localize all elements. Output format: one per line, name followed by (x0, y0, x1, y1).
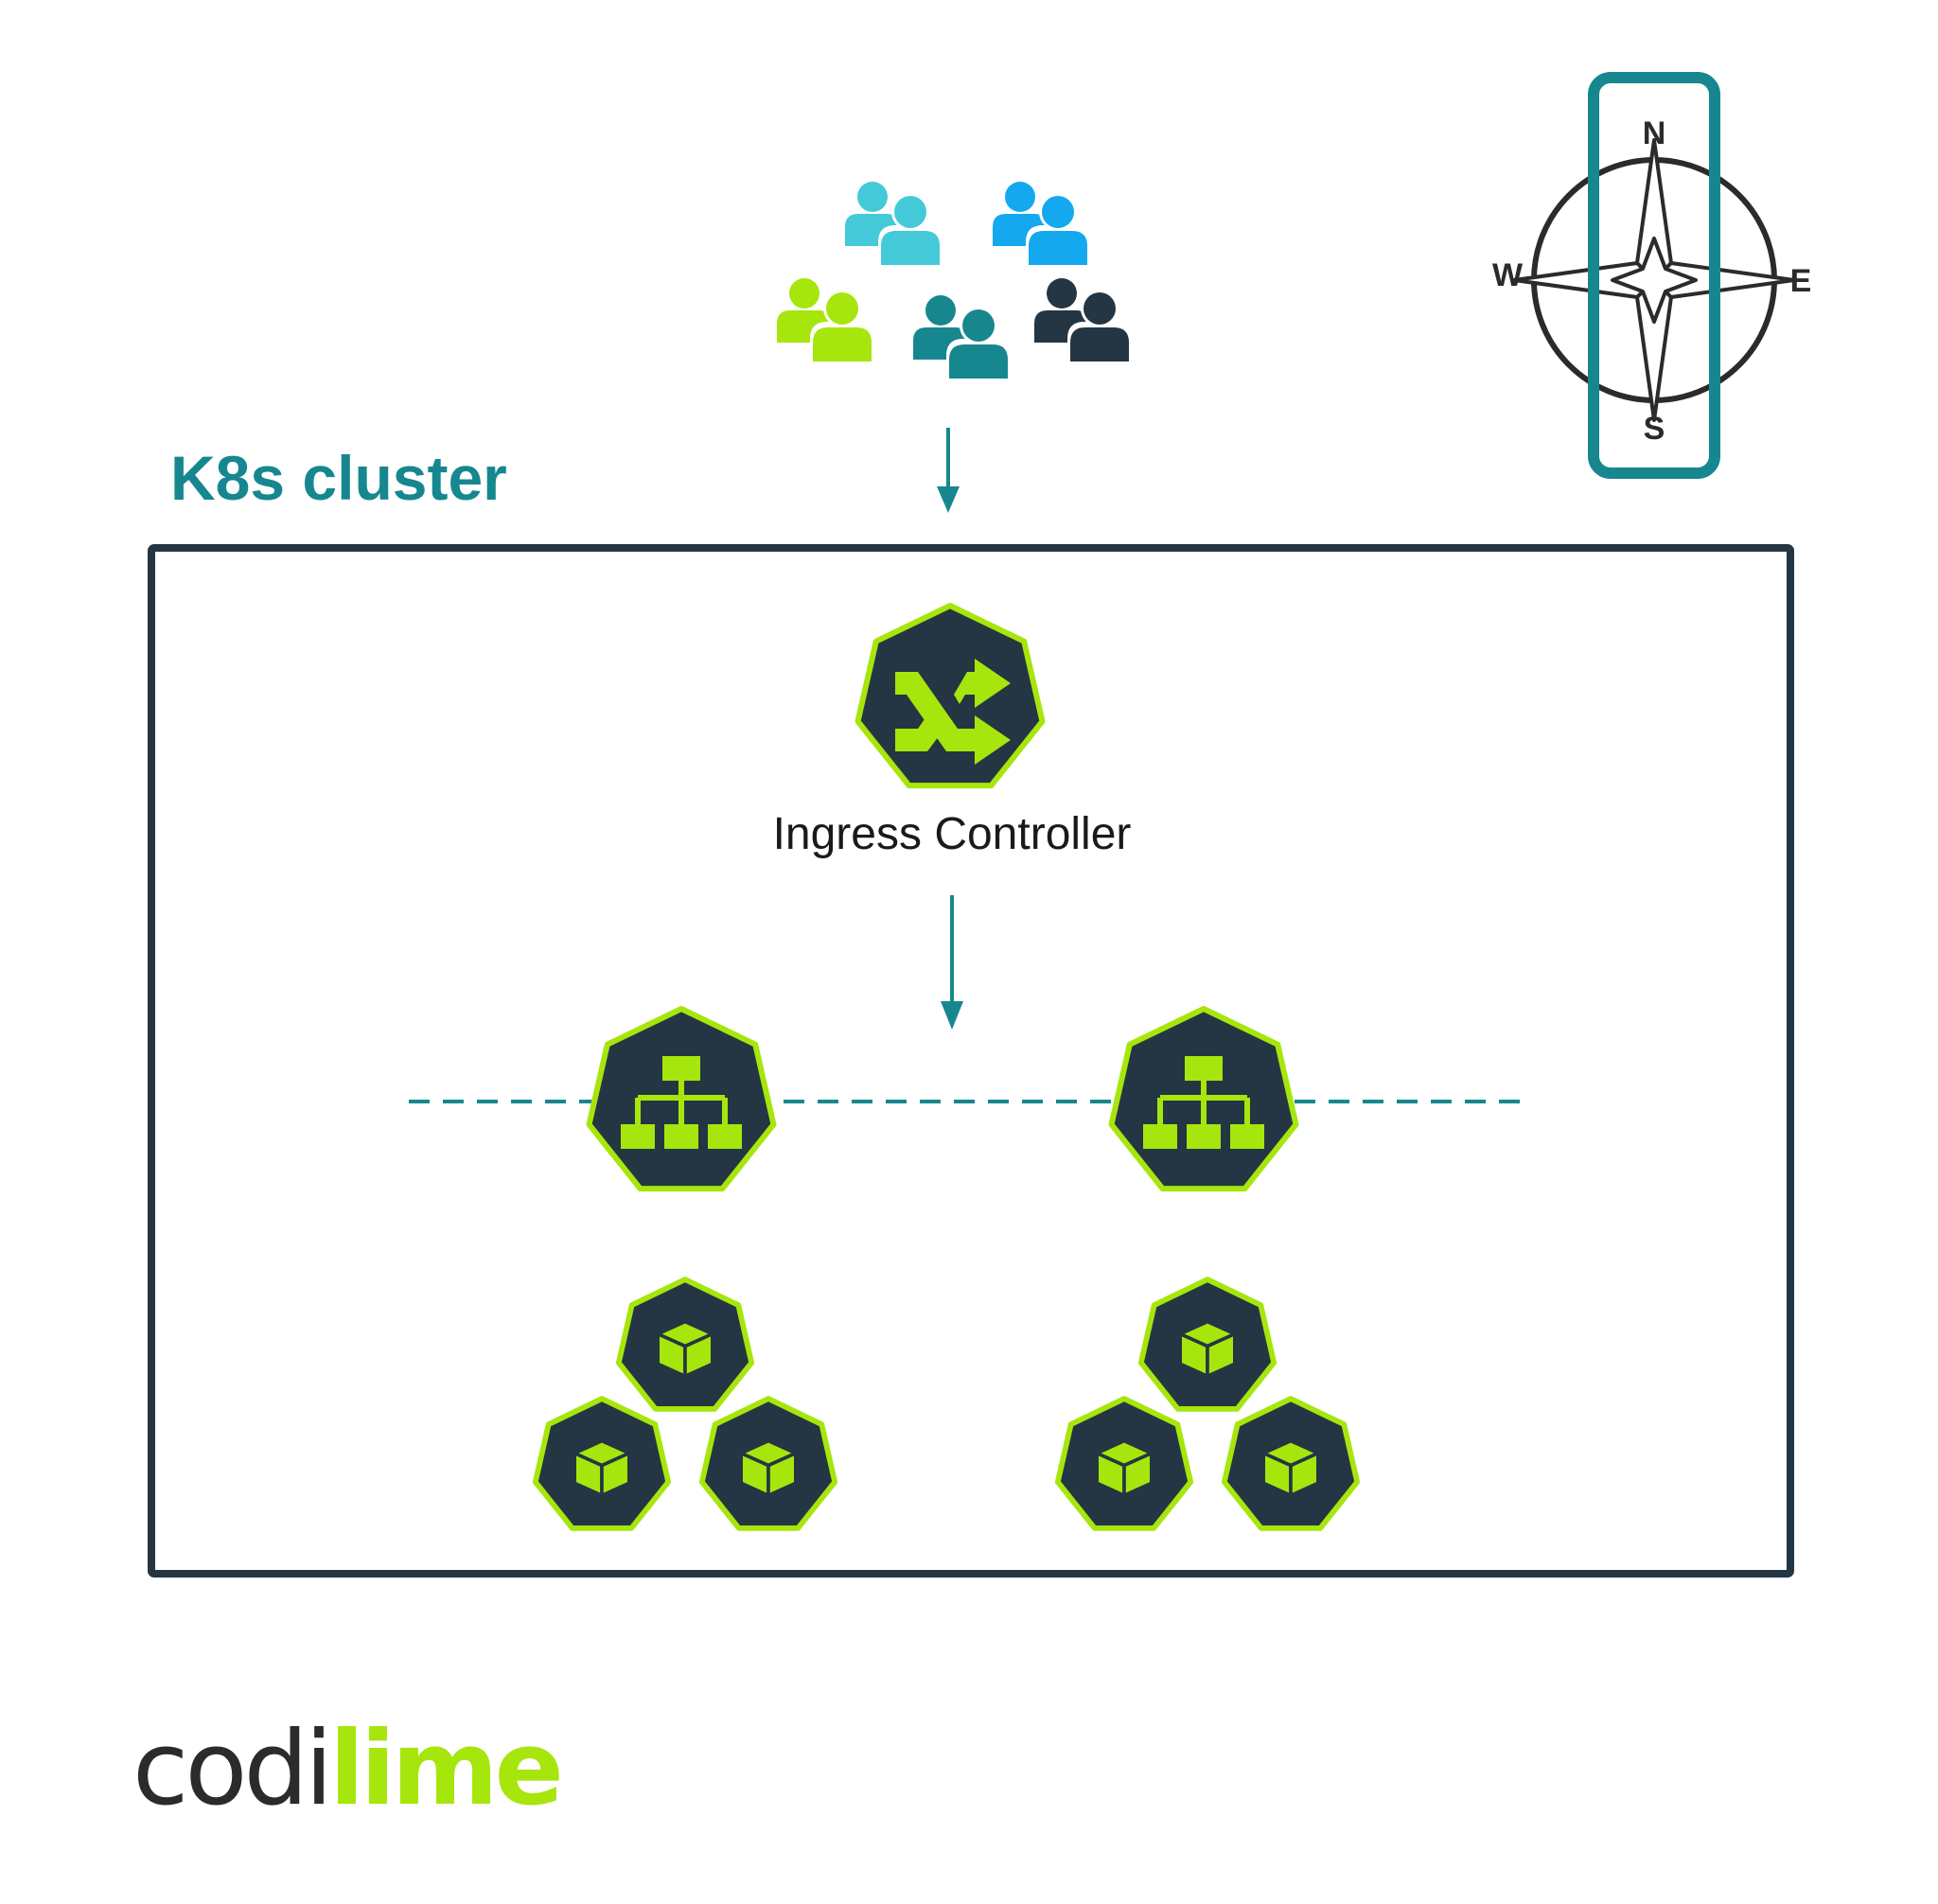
brand-logo-part1: codi (132, 1710, 329, 1828)
arrow-ingress-to-services (941, 895, 963, 1030)
compass-north-label: N (1643, 115, 1666, 151)
users-group-lime-icon (777, 278, 874, 361)
pod-node (1058, 1399, 1190, 1528)
users-group-blue-icon (993, 182, 1090, 265)
pod-cube-icon (573, 1438, 631, 1498)
pod-node (1141, 1279, 1274, 1409)
compass-west-label: W (1492, 257, 1524, 293)
pod-cube-icon (739, 1438, 798, 1498)
users-group-cyan-icon (845, 182, 943, 265)
service-hierarchy-icon (1143, 1056, 1264, 1149)
pod-cube-icon (1261, 1438, 1320, 1498)
compass-rose-icon (1512, 72, 1796, 479)
cluster-boundary (148, 544, 1794, 1578)
pod-node (536, 1399, 668, 1528)
pod-node (619, 1279, 751, 1409)
users-group-teal-icon (913, 295, 1011, 379)
shuffle-arrows-icon (895, 659, 1011, 765)
pod-cube-icon (1178, 1319, 1237, 1379)
brand-logo-part2: lime (329, 1710, 560, 1828)
ingress-controller-label: Ingress Controller (773, 809, 1132, 859)
brand-logo: codilime (132, 1710, 560, 1828)
compass-south-label: S (1644, 411, 1665, 447)
users-group-navy-icon (1034, 278, 1132, 361)
service-hierarchy-icon (621, 1056, 742, 1149)
pod-cube-icon (1095, 1438, 1154, 1498)
cluster-title: K8s cluster (170, 443, 507, 513)
pod-node (1224, 1399, 1357, 1528)
pod-cube-icon (656, 1319, 714, 1379)
pod-node (702, 1399, 835, 1528)
arrow-users-to-ingress (937, 428, 960, 513)
ingress-controller-node (858, 606, 1043, 785)
service-node-right (1112, 1009, 1296, 1189)
service-node-left (590, 1009, 774, 1189)
compass-east-label: E (1790, 263, 1812, 299)
